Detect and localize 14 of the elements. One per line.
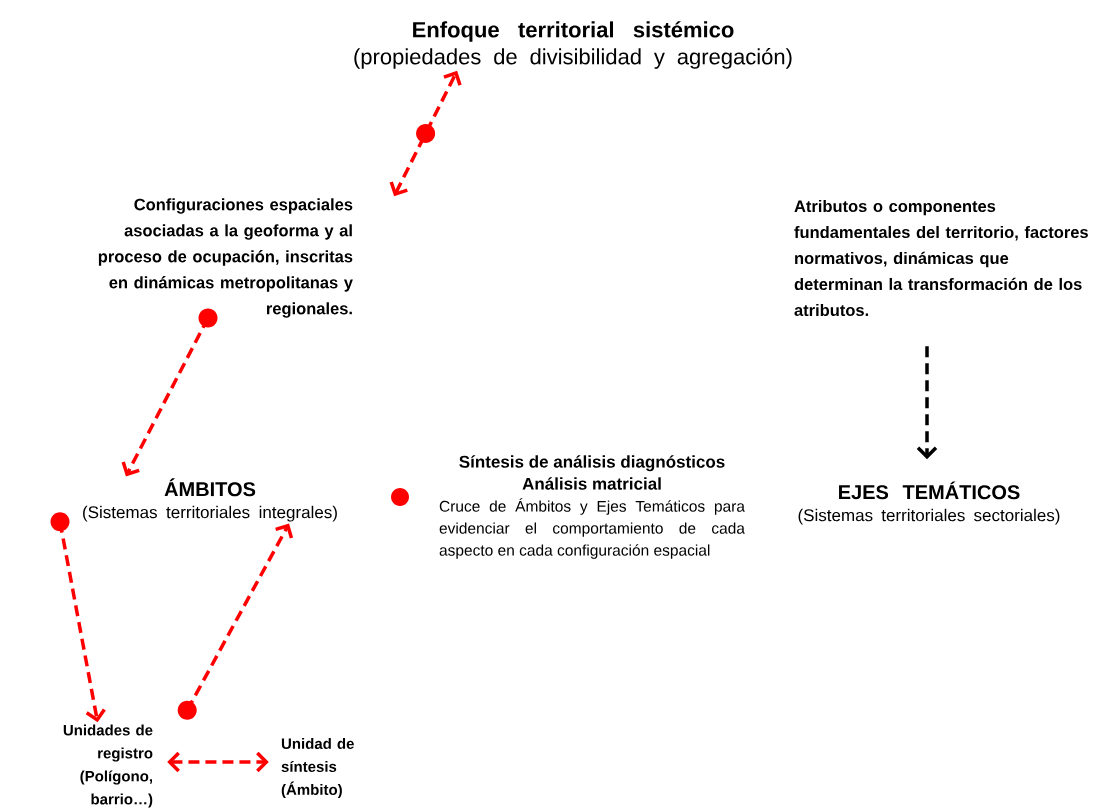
arrow xyxy=(916,346,938,460)
title-text: Enfoque territorial sistémico (propiedades de divisibilidad y agregación) xyxy=(354,21,792,69)
arrow xyxy=(50,512,106,723)
unit-label: Unidades de registro (Polígono, barrio…) xyxy=(63,724,153,808)
description-text: Configuraciones espaciales asociadas a la geoforma y al proceso de ocupación, inscritas en dinámicas metropolitanas y regionales. xyxy=(98,198,353,318)
arrow xyxy=(121,308,218,477)
arrow xyxy=(389,70,462,197)
unit-label: Unidad de síntesis (Ámbito) xyxy=(281,738,354,798)
arrow xyxy=(177,523,294,720)
arrow xyxy=(167,751,269,773)
concept-label: EJES TEMÁTICOS (Sistemas territoriales sectoriales) xyxy=(798,481,1060,525)
synthesis-text: Síntesis de análisis diagnósticos Análisis matricial Cruce de Ámbitos y Ejes Temáticos para evidenciar el comportamiento de cada aspecto en cada configuración espacial xyxy=(439,455,745,559)
concept-label: ÁMBITOS (Sistemas territoriales integrales) xyxy=(83,478,337,522)
description-text: Atributos o componentes fundamentales del territorio, factores normativos, dinámicas que determinan la transformación de los atributos. xyxy=(794,199,1088,317)
